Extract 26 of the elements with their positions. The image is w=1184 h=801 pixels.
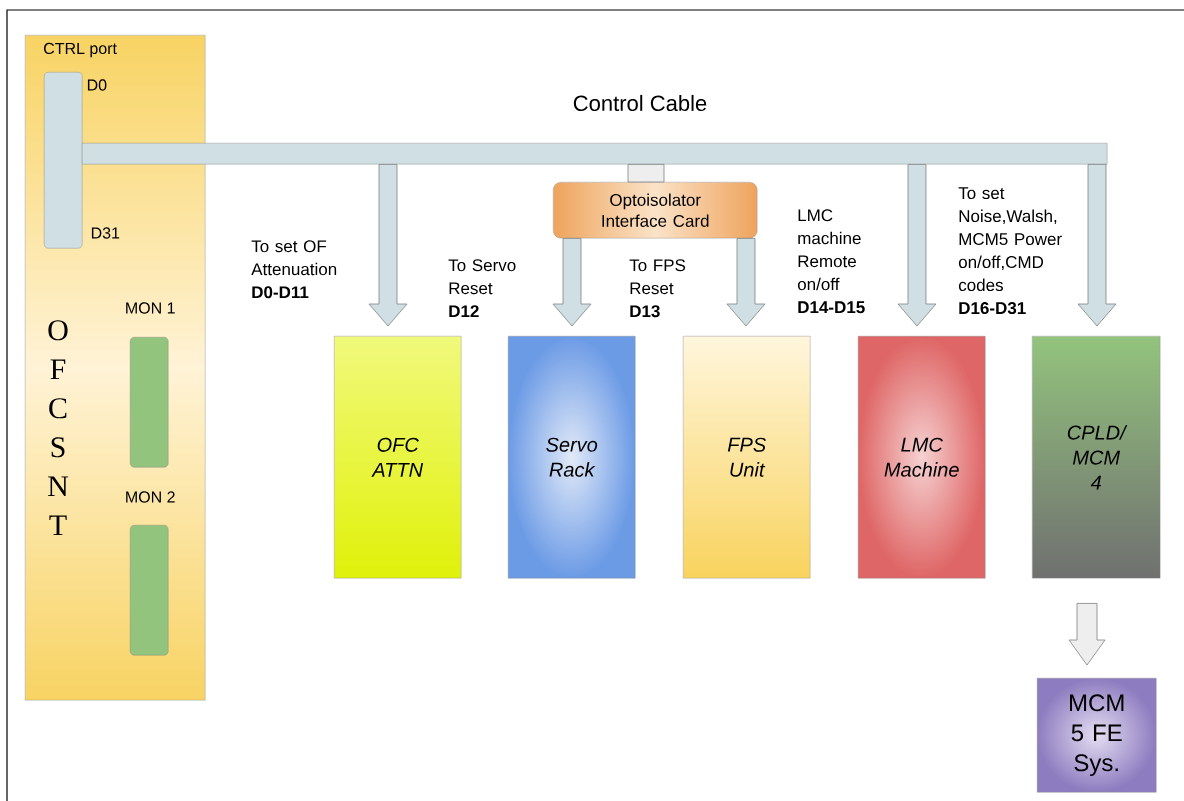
- pin-label: D31: [91, 227, 120, 239]
- block-arrow: [1077, 164, 1117, 327]
- edge-label: LMC machine Remote on/off D14-D15: [797, 209, 865, 314]
- block-arrow: [897, 164, 937, 327]
- block-arrow: [368, 164, 408, 327]
- edge-label: To set Noise,Walsh, MCM5 Power on/off,CMD codes D16-D31: [958, 187, 1062, 315]
- box-label: Optoisolator Interface Card: [602, 193, 709, 227]
- edge-label: To FPS Reset D13: [629, 259, 686, 318]
- connector-label: CTRL port: [44, 42, 117, 58]
- edge-label: To set OF Attenuation D0-D11: [251, 240, 337, 299]
- connector-label: MON 1: [126, 302, 175, 314]
- vertical-label: O F C S N T: [48, 320, 69, 536]
- block-arrow: [1068, 603, 1106, 666]
- connector-label: MON 2: [126, 491, 175, 503]
- pin-label: D0: [87, 79, 107, 91]
- block-arrow: [552, 238, 592, 327]
- connector-block: [627, 164, 665, 183]
- cable-label: Control Cable: [573, 94, 707, 112]
- box-label: LMC Machine: [884, 437, 959, 477]
- box-label: OFC ATTN: [371, 437, 424, 477]
- edge-label: To Servo Reset D12: [448, 259, 516, 318]
- box-label: FPS Unit: [727, 437, 766, 477]
- block-arrow: [726, 238, 766, 327]
- box-label: MCM 5 FE Sys.: [1070, 694, 1124, 777]
- box-label: Servo Rack: [546, 437, 598, 477]
- box-label: CPLD/ MCM 4: [1067, 424, 1128, 490]
